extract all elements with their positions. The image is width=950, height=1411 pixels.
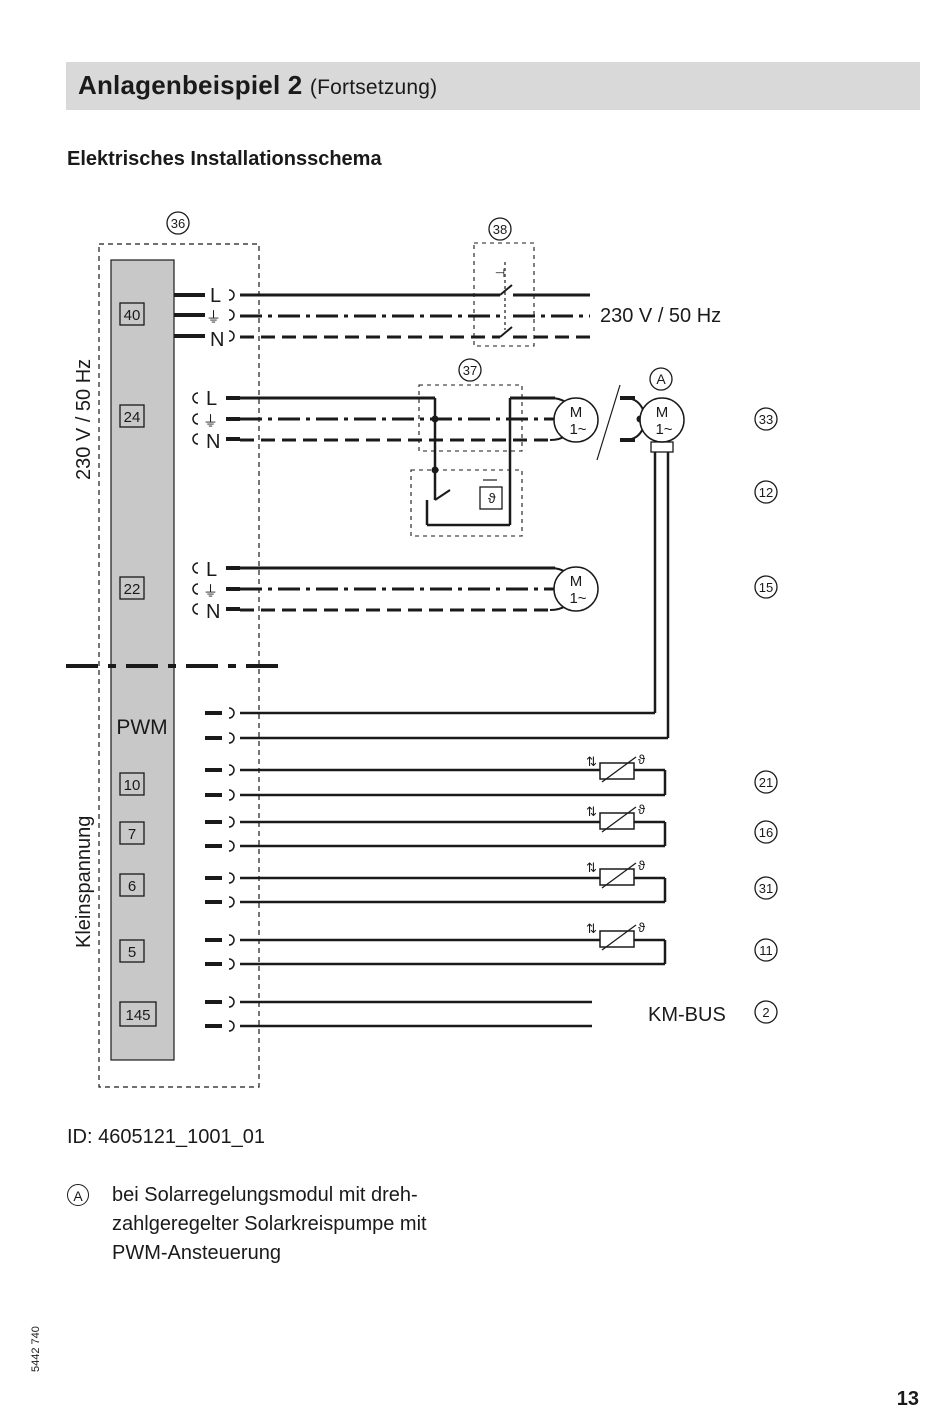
block22-N-label: N (206, 601, 220, 623)
pwm-label: PWM (116, 716, 167, 739)
sensor-31-theta: ϑ (638, 858, 646, 873)
sensor-21-theta: ϑ (638, 752, 646, 767)
terminal-145: 145 (125, 1007, 150, 1024)
block40-earth-icon: ⏚ (206, 309, 221, 326)
footnote-line: zahlgeregelter Solarkreispumpe mit (112, 1213, 427, 1235)
footnote-marker: A (67, 1184, 89, 1206)
diagram-id: ID: 4605121_1001_01 (67, 1126, 265, 1148)
sensor-21-arrows: ⇅ (586, 754, 597, 769)
callout-12: 12 (759, 485, 773, 500)
mains-side-label: 230 V / 50 Hz (73, 359, 95, 480)
block22-earth-icon: ⏚ (203, 583, 218, 600)
pump-motor-label: M (570, 404, 583, 421)
callout-16: 16 (759, 825, 773, 840)
callout-2: 2 (762, 1005, 769, 1020)
block24-N-label: N (206, 431, 220, 453)
pwm-pump-motor-phase: 1~ (655, 421, 672, 438)
terminal-22: 22 (124, 581, 141, 598)
sensor-16-theta: ϑ (638, 802, 646, 817)
sensor-11-theta: ϑ (638, 920, 646, 935)
motor-15-label: M (570, 573, 583, 590)
controller-terminal-strip (110, 259, 175, 1061)
terminal-5: 5 (128, 944, 136, 961)
page-title-subtitle: (Fortsetzung) (309, 76, 438, 99)
footnote-line: PWM-Ansteuerung (112, 1242, 281, 1264)
header-band (66, 62, 920, 110)
page-title-main: Anlagenbeispiel 2 (78, 70, 303, 100)
block40-L-label: L (210, 285, 221, 307)
callout-21: 21 (759, 775, 773, 790)
terminal-24: 24 (124, 409, 141, 426)
kmbus-label: KM-BUS (648, 1004, 726, 1026)
callout-a: A (656, 371, 666, 387)
callout-37: 37 (463, 363, 477, 378)
callout-31: 31 (759, 881, 773, 896)
block24-earth-icon: ⏚ (203, 413, 218, 430)
callout-38: 38 (493, 222, 507, 237)
terminal-40: 40 (124, 307, 141, 324)
footnote-line: bei Solarregelungsmodul mit dreh- (112, 1184, 418, 1206)
terminal-6: 6 (128, 878, 136, 895)
footnote-text: bei Solarregelungsmodul mit dreh- zahlge… (112, 1181, 427, 1268)
wiring-diagram: 40 24 22 10 7 6 5 145 PWM 230 V / 50 Hz … (66, 211, 778, 1088)
sensor-11-arrows: ⇅ (586, 921, 597, 936)
low-voltage-side-label: Kleinspannung (73, 816, 95, 948)
motor-15-phase: 1~ (569, 590, 586, 607)
pwm-pump-motor-label: M (656, 404, 669, 421)
pump-motor-phase: 1~ (569, 421, 586, 438)
block22-L-label: L (206, 559, 217, 581)
document-number: 5442 740 (30, 1326, 42, 1372)
sensor-31-arrows: ⇅ (586, 860, 597, 875)
callout-11: 11 (759, 943, 773, 958)
callout-33: 33 (759, 412, 773, 427)
switch-38-symbol: ⊣ (495, 266, 505, 280)
thermostat-theta: ϑ (488, 490, 496, 506)
page-title: Anlagenbeispiel 2 (Fortsetzung) (78, 70, 437, 101)
block40-N-label: N (210, 329, 224, 351)
block24-L-label: L (206, 388, 217, 410)
page-number: 13 (896, 1388, 919, 1410)
controller-housing-outline (98, 243, 260, 1088)
terminal-10: 10 (124, 777, 141, 794)
sensor-16-arrows: ⇅ (586, 804, 597, 819)
section-title: Elektrisches Installationsschema (67, 148, 382, 170)
mains-supply-label: 230 V / 50 Hz (600, 305, 721, 327)
callout-15: 15 (759, 580, 773, 595)
terminal-7: 7 (128, 826, 136, 843)
callout-36: 36 (171, 216, 185, 231)
